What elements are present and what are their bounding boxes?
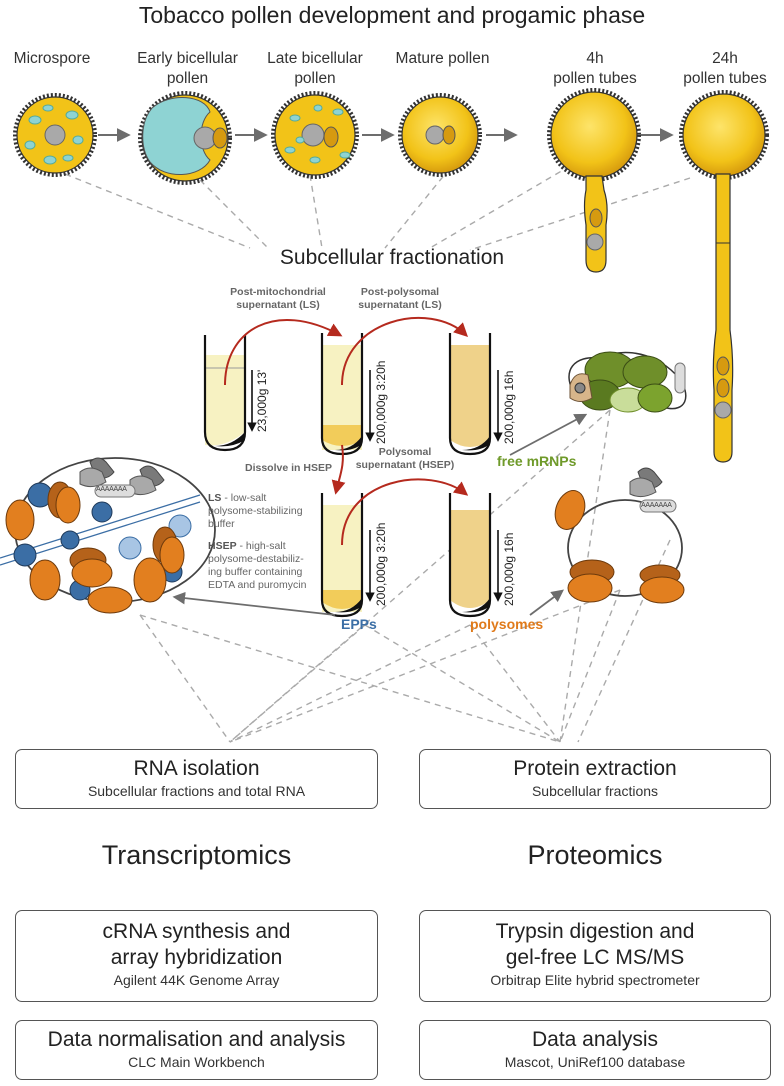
tube2-condition: 200,000g 3:20h <box>374 360 388 444</box>
early-bicellular-pollen-cell <box>138 91 232 185</box>
trypsin-title-line1: Trypsin digestion and <box>495 920 695 943</box>
figure-title: Tobacco pollen development and progamic … <box>138 2 646 28</box>
protein-extraction-subtitle: Subcellular fractions <box>531 783 659 799</box>
dissolve-label: Dissolve in HSEP <box>245 462 332 474</box>
crna-synthesis-box: cRNA synthesis and array hybridization A… <box>15 910 378 1002</box>
free-mrnp-complex <box>568 351 687 413</box>
pollen-tube-24h <box>679 90 769 463</box>
tube-4 <box>320 493 375 618</box>
microspore-cell <box>13 93 97 177</box>
tube1-condition: 23,000g 13' <box>255 369 269 432</box>
trypsin-digestion-box: Trypsin digestion and gel-free LC MS/MS … <box>419 910 771 1002</box>
hsep-note: HSEP - high-salt polysome-destabiliz- in… <box>208 540 307 591</box>
protein-extraction-title: Protein extraction <box>513 757 677 780</box>
polysome-polya-label: AAAAAAA <box>641 502 672 509</box>
tube-5 <box>448 493 503 618</box>
data-normalisation-box: Data normalisation and analysis CLC Main… <box>15 1020 378 1080</box>
stage-label-mature: Mature pollen <box>395 50 490 67</box>
fraction-connector-lines <box>139 409 671 743</box>
transfer-arrows <box>224 316 469 546</box>
rna-isolation-box: RNA isolation Subcellular fractions and … <box>15 749 378 809</box>
transcriptomics-heading: Transcriptomics <box>101 840 292 870</box>
proteomics-heading: Proteomics <box>527 840 663 870</box>
stage-label-microspore: Microspore <box>13 50 91 67</box>
data-analysis-box: Data analysis Mascot, UniRef100 database <box>419 1020 771 1080</box>
epp-complex <box>0 457 216 614</box>
trypsin-title-line2: gel-free LC MS/MS <box>505 946 685 969</box>
ls-note: LS - low-salt polysome-stabilizing buffe… <box>208 492 303 530</box>
epp-polya-label: AAAAAAA <box>96 486 127 493</box>
crna-title-line1: cRNA synthesis and <box>102 920 291 943</box>
tube-3 <box>448 333 503 456</box>
fractionation-title: Subcellular fractionation <box>279 246 505 269</box>
crna-subtitle: Agilent 44K Genome Array <box>113 972 280 988</box>
stage-connector-lines <box>54 165 691 251</box>
data-normalisation-subtitle: CLC Main Workbench <box>128 1054 265 1070</box>
tube-2 <box>320 333 375 456</box>
data-normalisation-title: Data normalisation and analysis <box>47 1028 346 1051</box>
late-bicellular-pollen-cell <box>271 91 359 179</box>
epps-label: EPPs <box>341 616 377 632</box>
polysome-complex <box>554 467 685 604</box>
data-analysis-title: Data analysis <box>531 1028 659 1051</box>
data-analysis-subtitle: Mascot, UniRef100 database <box>504 1054 686 1070</box>
mature-pollen-cell <box>398 93 482 177</box>
rna-isolation-subtitle: Subcellular fractions and total RNA <box>87 783 306 799</box>
tube-1 <box>203 335 257 452</box>
fraction-arrows <box>172 413 588 616</box>
free-mrnps-label: free mRNPs <box>497 453 577 469</box>
crna-title-line2: array hybridization <box>110 946 283 969</box>
tube5-condition: 200,000g 16h <box>502 532 516 606</box>
protein-extraction-box: Protein extraction Subcellular fractions <box>419 749 771 809</box>
tube3-condition: 200,000g 16h <box>502 370 516 444</box>
rna-isolation-title: RNA isolation <box>133 757 260 780</box>
tube4-condition: 200,000g 3:20h <box>374 522 388 606</box>
polysomes-label: polysomes <box>470 616 544 632</box>
pollen-tube-4h <box>547 88 641 273</box>
trypsin-subtitle: Orbitrap Elite hybrid spectrometer <box>490 972 700 988</box>
